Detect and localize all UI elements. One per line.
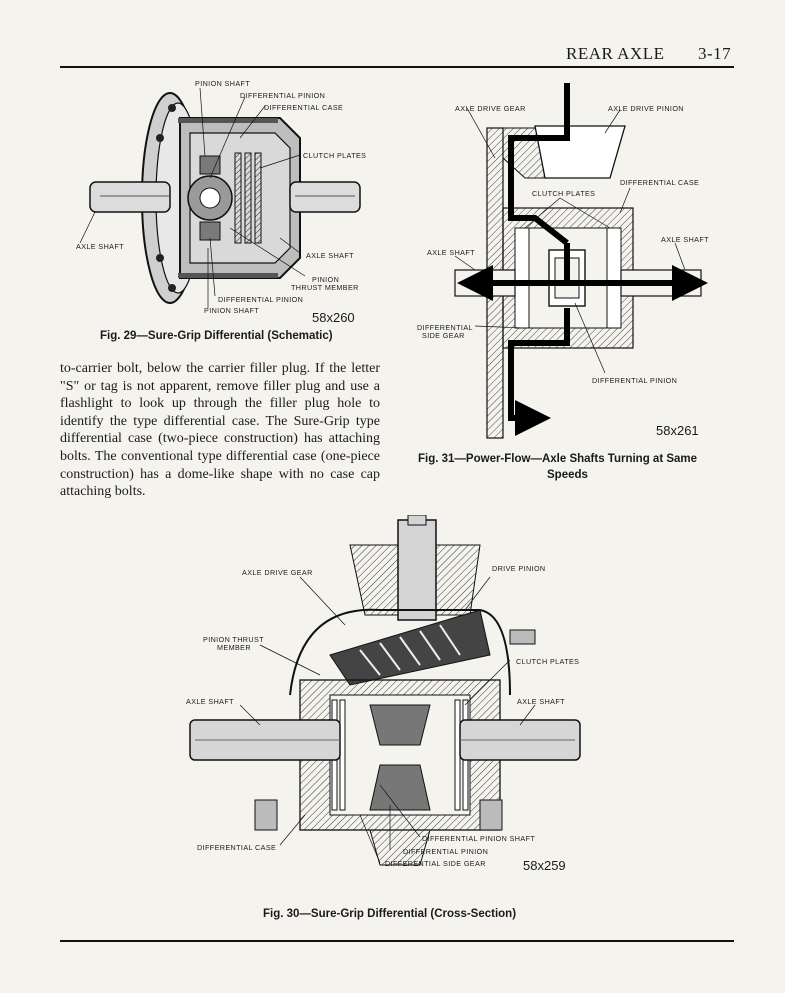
- fig30-label-differential-case: DIFFERENTIAL CASE: [197, 843, 277, 852]
- fig30-illustration: [189, 515, 581, 866]
- fig29-label-axle-shaft-left: AXLE SHAFT: [76, 242, 124, 251]
- fig29-label-differential-case: DIFFERENTIAL CASE: [264, 103, 344, 112]
- fig29-caption: Fig. 29—Sure-Grip Differential (Schemati…: [100, 330, 333, 342]
- fig29-label-pinion-shaft-top: PINION SHAFT: [195, 79, 251, 88]
- fig30-label-clutch-plates: CLUTCH PLATES: [516, 657, 580, 666]
- fig31-caption-line2: Speeds: [547, 469, 588, 481]
- fig31-code: 58x261: [656, 423, 699, 438]
- fig29-label-pinion-thrust-1: PINION: [312, 275, 340, 284]
- fig31-illustration: [454, 83, 708, 439]
- fig29-illustration: [79, 87, 361, 308]
- fig30-caption: Fig. 30—Sure-Grip Differential (Cross-Se…: [263, 908, 517, 920]
- fig30-label-differential-pinion-shaft: DIFFERENTIAL PINION SHAFT: [422, 834, 536, 843]
- fig30-label-axle-drive-gear: AXLE DRIVE GEAR: [242, 568, 313, 577]
- fig31-label-axle-shaft-right: AXLE SHAFT: [661, 235, 709, 244]
- fig29-code: 58x260: [312, 310, 355, 325]
- fig29-label-clutch-plates: CLUTCH PLATES: [303, 151, 367, 160]
- fig31-label-axle-drive-pinion: AXLE DRIVE PINION: [608, 104, 684, 113]
- fig29-label-differential-pinion-top: DIFFERENTIAL PINION: [240, 91, 326, 100]
- fig29-label-axle-shaft-right: AXLE SHAFT: [306, 251, 354, 260]
- fig30-label-drive-pinion: DRIVE PINION: [492, 564, 546, 573]
- fig31-label-differential-pinion: DIFFERENTIAL PINION: [592, 376, 678, 385]
- body-paragraph: to-carrier bolt, below the carrier fille…: [60, 361, 380, 500]
- fig31-label-differential-side-gear-2: SIDE GEAR: [422, 331, 465, 340]
- fig31-label-differential-side-gear-1: DIFFERENTIAL: [417, 323, 473, 332]
- fig31-label-axle-drive-gear: AXLE DRIVE GEAR: [455, 104, 526, 113]
- fig31-label-axle-shaft-left: AXLE SHAFT: [427, 248, 475, 257]
- fig30-label-axle-shaft-right: AXLE SHAFT: [517, 697, 565, 706]
- fig30-label-pinion-thrust-1: PINION THRUST: [203, 635, 264, 644]
- fig31-caption-line1: Fig. 31—Power-Flow—Axle Shafts Turning a…: [418, 453, 698, 465]
- fig30-code: 58x259: [523, 858, 566, 873]
- header-rule: [60, 66, 734, 68]
- fig29-label-pinion-shaft-bottom: PINION SHAFT: [204, 306, 260, 315]
- fig29-label-differential-pinion-bottom: DIFFERENTIAL PINION: [218, 295, 304, 304]
- fig30-label-axle-shaft-left: AXLE SHAFT: [186, 697, 234, 706]
- fig31-label-differential-case: DIFFERENTIAL CASE: [620, 178, 700, 187]
- page-number: 3-17: [698, 44, 732, 63]
- fig30-label-differential-side-gear: DIFFERENTIAL SIDE GEAR: [385, 859, 486, 868]
- fig29-label-pinion-thrust-2: THRUST MEMBER: [291, 283, 359, 292]
- running-header-section: REAR AXLE: [566, 44, 665, 63]
- fig30-label-differential-pinion: DIFFERENTIAL PINION: [403, 847, 489, 856]
- footer-rule: [60, 940, 734, 942]
- fig30-label-pinion-thrust-2: MEMBER: [217, 643, 251, 652]
- fig31-label-clutch-plates: CLUTCH PLATES: [532, 189, 596, 198]
